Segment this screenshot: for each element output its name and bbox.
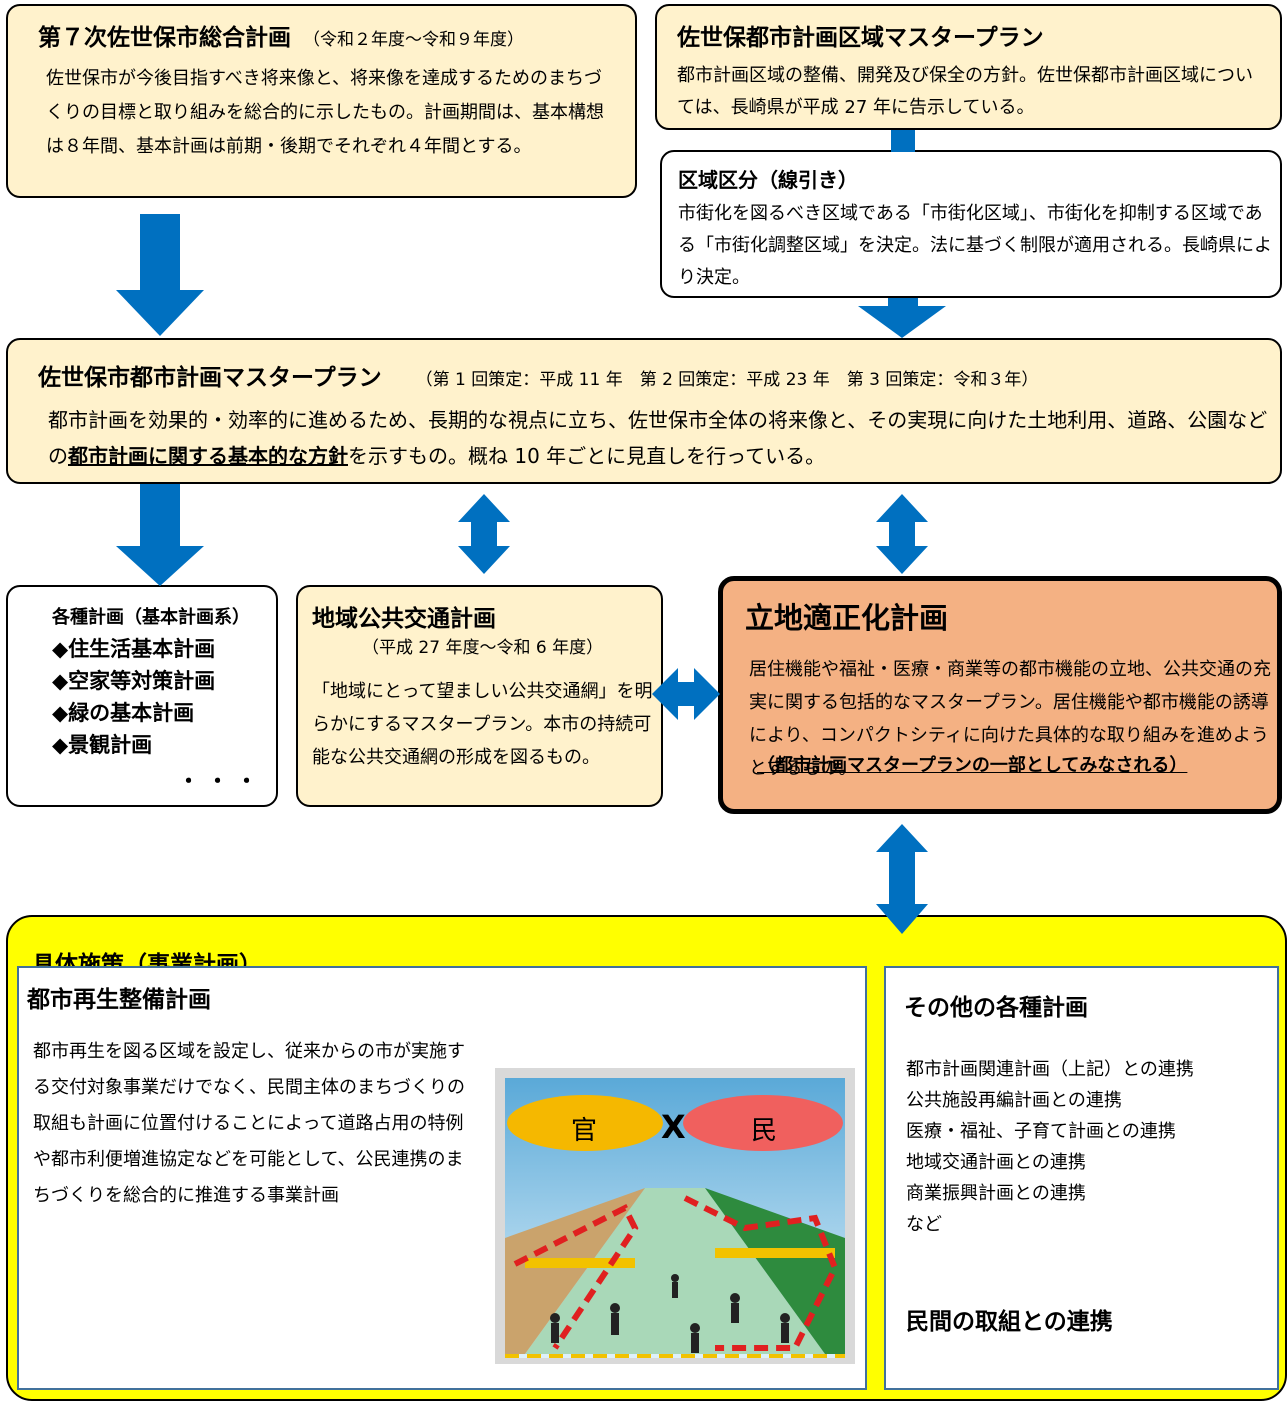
list-item: 地域交通計画との連携: [906, 1152, 1086, 1173]
area-master-plan-desc: 都市計画区域の整備、開発及び保全の方針。佐世保都市計画区域については、長崎県が平…: [677, 65, 1253, 118]
public-private-illustration: 官 X 民: [495, 1068, 855, 1364]
location-optimization-desc: 居住機能や福祉・医療・商業等の都市機能の立地、公共交通の充実に関する包括的なマス…: [749, 659, 1271, 779]
location-optimization-note: （都市計画マスタープランの一部としてみなされる）: [757, 755, 1188, 776]
city-master-plan-desc: 都市計画を効果的・効率的に進めるため、長期的な視点に立ち、佐世保市全体の将来像と…: [48, 408, 1268, 468]
comprehensive-plan-box: 第７次佐世保市総合計画（令和２年度～令和９年度） 佐世保市が今後目指すべき将来像…: [6, 4, 637, 198]
list-item: など: [906, 1214, 942, 1235]
comprehensive-plan-period: （令和２年度～令和９年度）: [303, 30, 524, 50]
city-master-plan-history: （第 1 回策定：平成 11 年 第 2 回策定：平成 23 年 第 3 回策定…: [415, 370, 1039, 390]
private-collaboration-title: 民間の取組との連携: [906, 1309, 1113, 1335]
urban-regeneration-desc: 都市再生を図る区域を設定し、従来からの市が実施する交付対象事業だけでなく、民間主…: [33, 1041, 465, 1206]
arrow-updown-location: [876, 494, 928, 574]
list-item: 医療・福祉、子育て計画との連携: [906, 1121, 1176, 1142]
zoning-desc: 市街化を図るべき区域である「市街化区域」、市街化を抑制する区域である「市街化調整…: [678, 203, 1272, 288]
arrow-down-plan7: [116, 214, 204, 336]
transport-plan-title: 地域公共交通計画: [312, 606, 496, 632]
public-ellipse: [507, 1095, 663, 1151]
city-master-plan-title: 佐世保市都市計画マスタープラン（第 1 回策定：平成 11 年 第 2 回策定：…: [38, 365, 1039, 391]
list-item: 公共施設再編計画との連携: [906, 1090, 1122, 1111]
other-plans-title: その他の各種計画: [904, 995, 1088, 1021]
zoning-box: 区域区分（線引き） 市街化を図るべき区域である「市街化区域」、市街化を抑制する区…: [660, 150, 1282, 298]
other-plans-list: 都市計画関連計画（上記）との連携 公共施設再編計画との連携 医療・福祉、子育て計…: [906, 1054, 1194, 1240]
list-item: ◆緑の基本計画: [52, 701, 195, 725]
comprehensive-plan-title: 第７次佐世保市総合計画（令和２年度～令和９年度）: [38, 25, 524, 51]
urban-regeneration-panel: 都市再生整備計画 都市再生を図る区域を設定し、従来からの市が実施する交付対象事業…: [17, 966, 867, 1390]
private-label: 民: [751, 1116, 778, 1146]
other-plans-panel: その他の各種計画 都市計画関連計画（上記）との連携 公共施設再編計画との連携 医…: [884, 966, 1279, 1390]
list-item: ◆空家等対策計画: [52, 669, 216, 693]
various-plans-title: 各種計画（基本計画系）: [52, 607, 250, 628]
list-item: ◆景観計画: [52, 733, 153, 757]
transport-plan-period: （平成 27 年度～令和 6 年度）: [362, 638, 604, 658]
arrow-down-zoning: [858, 298, 946, 338]
versus-mark: X: [661, 1108, 686, 1146]
various-plans-box: 各種計画（基本計画系） ◆住生活基本計画 ◆空家等対策計画 ◆緑の基本計画 ◆景…: [6, 585, 278, 807]
area-master-plan-title: 佐世保都市計画区域マスタープラン: [677, 25, 1044, 51]
private-ellipse: [683, 1095, 843, 1151]
location-optimization-title: 立地適正化計画: [745, 601, 949, 635]
comprehensive-plan-desc: 佐世保市が今後目指すべき将来像と、将来像を達成するためのまちづくりの目標と取り組…: [46, 68, 604, 157]
transport-plan-desc: 「地域にとって望ましい公共交通網」を明らかにするマスタープラン。本市の持続可能な…: [312, 681, 653, 768]
list-item: ◆住生活基本計画: [52, 637, 216, 661]
transport-plan-box: 地域公共交通計画 （平成 27 年度～令和 6 年度） 「地域にとって望ましい公…: [296, 585, 663, 807]
various-plans-more: ・・・: [178, 769, 265, 793]
city-master-plan-box: 佐世保市都市計画マスタープラン（第 1 回策定：平成 11 年 第 2 回策定：…: [6, 338, 1282, 484]
urban-regeneration-title: 都市再生整備計画: [27, 987, 211, 1013]
list-item: 商業振興計画との連携: [906, 1183, 1086, 1204]
various-plans-list: ◆住生活基本計画 ◆空家等対策計画 ◆緑の基本計画 ◆景観計画: [52, 633, 215, 761]
public-label: 官: [571, 1116, 598, 1146]
arrow-down-various: [116, 484, 204, 586]
city-master-plan-emphasis: 都市計画に関する基本的な方針: [68, 444, 348, 468]
list-item: 都市計画関連計画（上記）との連携: [906, 1059, 1194, 1080]
location-optimization-box: 立地適正化計画 居住機能や福祉・医療・商業等の都市機能の立地、公共交通の充実に関…: [718, 576, 1282, 814]
connector-bar: [891, 130, 915, 152]
arrow-updown-transport: [458, 494, 510, 574]
area-master-plan-box: 佐世保都市計画区域マスタープラン 都市計画区域の整備、開発及び保全の方針。佐世保…: [655, 4, 1282, 130]
zoning-title: 区域区分（線引き）: [678, 168, 858, 192]
street-scene-graphic: [505, 1078, 845, 1358]
